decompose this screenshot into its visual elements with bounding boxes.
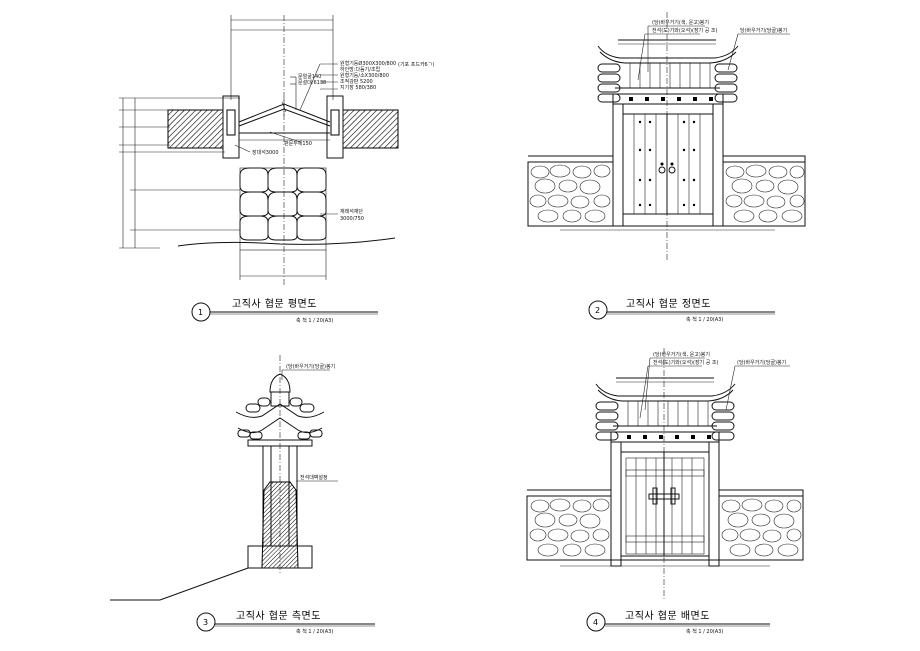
side-note: (당)바우거기(당골)봉기 <box>286 363 335 370</box>
plan-note: 원형기둥/소X300/800 <box>340 72 389 79</box>
drawing-title: 고직사 협문 평면도 <box>232 297 317 310</box>
drawing-title: 고직사 협문 측면도 <box>236 609 321 622</box>
drawing-number: 4 <box>593 618 598 627</box>
title-block-front: 2 고직사 협문 정면도 축 척 1 / 20(A3) <box>588 297 775 323</box>
plan-note: 조적강판 5200 <box>340 78 373 85</box>
plan-note: 하인방:다듬기/조립 <box>340 66 380 73</box>
side-view: (당)바우거기(당골)봉기 전석대벽설정 <box>110 355 338 601</box>
drawing-number: 2 <box>595 306 600 315</box>
plan-note: 판문두께150 <box>284 140 312 147</box>
side-note: 전석대벽설정 <box>300 474 328 481</box>
back-note: 전석(도)기와(오석)(장기 공 조) <box>653 359 719 366</box>
plan-note: 문얼굴140 <box>298 73 321 80</box>
title-block-plan: 1 고직사 협문 평면도 축 척 1 / 20(A3) <box>191 297 378 324</box>
plan-note: (기포 프드카6ㄱ) <box>398 61 434 68</box>
plan-note: 장대석3000 <box>252 149 279 156</box>
front-note: 전석(도)기와(오석)(장기 공 조) <box>652 27 718 34</box>
plan-note: 지기장 580/380 <box>340 84 376 91</box>
drawing-scale: 축 척 1 / 20(A3) <box>296 628 333 635</box>
front-view: (당)바우거기(색, 운고)봉기 전석(도)기와(오석)(장기 공 조) 당)바… <box>527 12 806 260</box>
title-block-side: 3 고직사 협문 측면도 축 척 1 / 20(A3) <box>196 609 375 635</box>
drawing-scale: 축 척 1 / 20(A3) <box>686 316 723 323</box>
drawing-number: 1 <box>198 308 203 317</box>
front-note: (당)바우거기(색, 운고)봉기 <box>652 19 709 26</box>
back-note: (당)바우거기(당골)봉기 <box>737 359 786 366</box>
plan-note: 문설대:6138 <box>298 79 326 86</box>
back-note: (당)바우거기(색, 운고)봉기 <box>653 351 710 358</box>
drawing-scale: 축 척 1 / 20(A3) <box>686 628 723 635</box>
drawing-scale: 축 척 1 / 20(A3) <box>296 317 333 324</box>
plan-view: 원형기둥Ø300X300/800 하인방:다듬기/조립 원형기둥/소X300/8… <box>119 15 434 285</box>
back-view: (당)바우거기(색, 운고)봉기 전석(도)기와(오석)(장기 공 조) (당)… <box>526 348 804 600</box>
drawing-number: 3 <box>203 618 208 627</box>
front-note: 당)바우거기(당골)봉기 <box>740 27 787 34</box>
plan-note: 3000/750 <box>340 216 364 222</box>
plan-note: 재래석재단 <box>340 208 363 215</box>
drawing-title: 고직사 협문 정면도 <box>626 297 711 310</box>
plan-note: 원형기둥Ø300X300/800 <box>340 60 396 67</box>
drawing-title: 고직사 협문 배면도 <box>625 609 710 622</box>
title-block-back: 4 고직사 협문 배면도 축 척 1 / 20(A3) <box>586 609 770 635</box>
